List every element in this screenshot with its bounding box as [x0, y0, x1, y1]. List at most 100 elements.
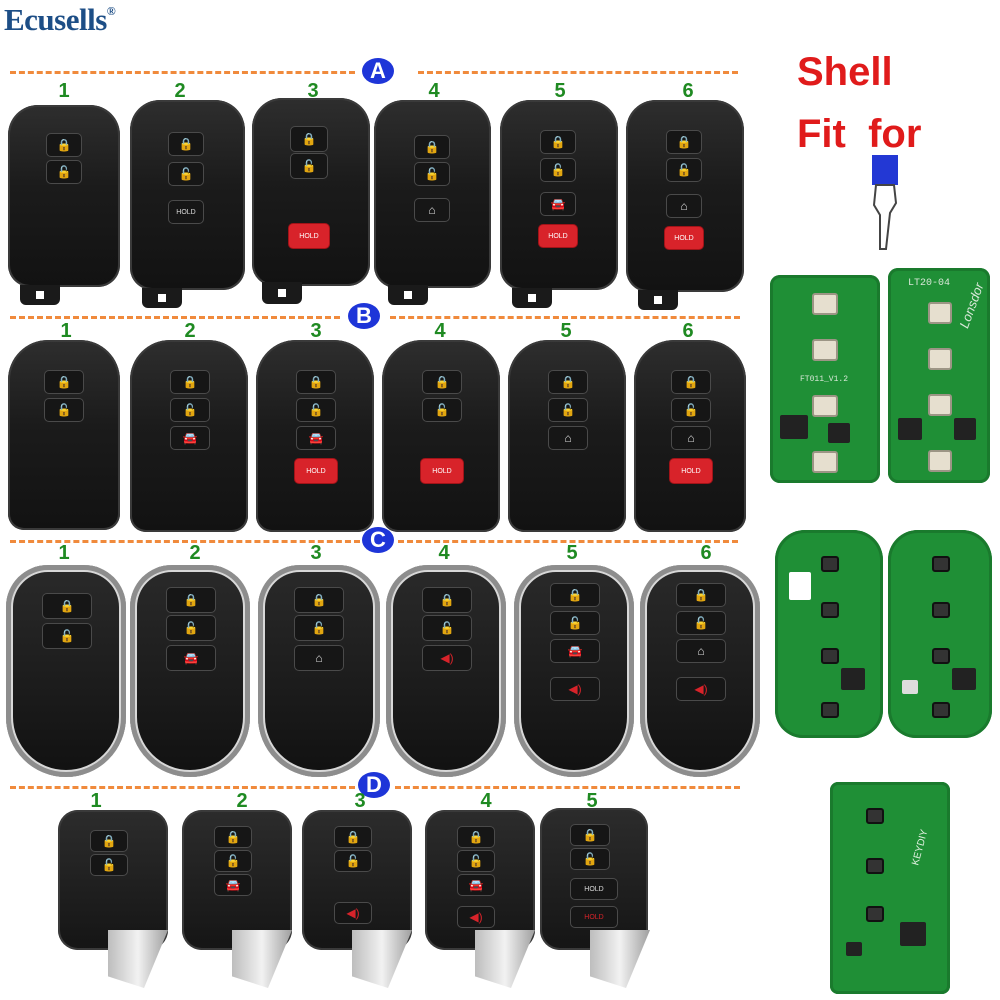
panic-hold-button: HOLD	[420, 458, 464, 484]
unlock-icon: 🔓	[334, 850, 372, 872]
label-c3: 3	[310, 542, 322, 564]
trunk-icon: 🚘	[296, 426, 336, 450]
lock-icon: 🔒	[550, 583, 600, 607]
hatch-icon: ⌂	[671, 426, 711, 450]
unlock-icon: 🔓	[422, 615, 472, 641]
unlock-icon: 🔓	[457, 850, 495, 872]
label-d2: 2	[236, 790, 248, 812]
key-shell-a1: 🔒 🔓	[8, 105, 120, 287]
unlock-icon: 🔓	[414, 162, 450, 186]
key-shell-c1: 🔒 🔓	[6, 565, 126, 777]
key-shell-b1: 🔒 🔓	[8, 340, 120, 530]
pcb-label: LT20-04	[908, 278, 951, 289]
panic-hold-button: HOLD	[664, 226, 704, 250]
circuit-board-4	[888, 530, 992, 738]
label-a4: 4	[428, 80, 440, 102]
key-blade	[108, 930, 168, 988]
trunk-icon: 🚘	[214, 874, 252, 896]
circuit-board-3	[775, 530, 883, 738]
trunk-hold-button: HOLD	[570, 878, 618, 900]
trunk-icon: 🚘	[457, 874, 495, 896]
key-blade	[590, 930, 650, 988]
lock-icon: 🔒	[671, 370, 711, 394]
lock-icon: 🔒	[42, 593, 92, 619]
caption-line2: Fit for	[797, 112, 922, 156]
label-d4: 4	[480, 790, 492, 812]
panic-icon: ◀)	[457, 906, 495, 928]
brand-registered-mark: ®	[106, 4, 116, 18]
lock-icon: 🔒	[44, 370, 84, 394]
trunk-icon: 🚘	[170, 426, 210, 450]
key-blade	[232, 930, 292, 988]
key-shell-d5: 🔒 🔓 HOLD HOLD	[540, 808, 648, 950]
label-c4: 4	[438, 542, 450, 564]
unlock-icon: 🔓	[550, 611, 600, 635]
key-shell-b6: 🔒 🔓 ⌂ HOLD	[634, 340, 746, 532]
key-shell-b4: 🔒 🔓 HOLD	[382, 340, 500, 532]
key-shell-b2: 🔒 🔓 🚘	[130, 340, 248, 532]
panic-icon: ◀)	[676, 677, 726, 701]
lock-icon: 🔒	[548, 370, 588, 394]
pcb-brand: KEYDIY	[910, 828, 931, 867]
label-c2: 2	[189, 542, 201, 564]
unlock-icon: 🔓	[540, 158, 576, 182]
circuit-board-5: KEYDIY	[830, 782, 950, 994]
lock-icon: 🔒	[296, 370, 336, 394]
key-shell-c3: 🔒 🔓 ⌂	[258, 565, 380, 777]
lock-icon: 🔒	[540, 130, 576, 154]
unlock-icon: 🔓	[214, 850, 252, 872]
section-badge-b: B	[348, 303, 380, 329]
lock-icon: 🔒	[457, 826, 495, 848]
key-blade	[475, 930, 535, 988]
unlock-icon: 🔓	[90, 854, 128, 876]
key-shell-a4: 🔒 🔓 ⌂	[374, 100, 491, 288]
key-shell-a5: 🔒 🔓 🚘 HOLD	[500, 100, 618, 290]
brand-name: Ecusells	[4, 2, 107, 37]
lock-icon: 🔒	[294, 587, 344, 613]
lock-icon: 🔒	[422, 587, 472, 613]
trunk-hold-button: HOLD	[168, 200, 204, 224]
hatch-icon: ⌂	[666, 194, 702, 218]
trunk-icon: 🚘	[540, 192, 576, 216]
lock-icon: 🔒	[214, 826, 252, 848]
key-shell-d1: 🔒 🔓	[58, 810, 168, 950]
hatch-icon: ⌂	[676, 639, 726, 663]
label-d5: 5	[586, 790, 598, 812]
label-c6: 6	[700, 542, 712, 564]
label-a5: 5	[554, 80, 566, 102]
label-d1: 1	[90, 790, 102, 812]
lock-icon: 🔒	[676, 583, 726, 607]
label-a2: 2	[174, 80, 186, 102]
pcb-brand: Lonsdor	[956, 280, 987, 331]
hatch-icon: ⌂	[414, 198, 450, 222]
panic-hold-button: HOLD	[669, 458, 713, 484]
lock-icon: 🔒	[570, 824, 610, 846]
unlock-icon: 🔓	[168, 162, 204, 186]
key-shell-c6: 🔒 🔓 ⌂ ◀)	[640, 565, 760, 777]
label-b2: 2	[184, 320, 196, 342]
label-b4: 4	[434, 320, 446, 342]
circuit-board-1: FT011_V1.2	[770, 275, 880, 483]
brand-logo: Ecusells®	[4, 2, 116, 38]
unlock-icon: 🔓	[666, 158, 702, 182]
unlock-icon: 🔓	[42, 623, 92, 649]
key-blade	[352, 930, 412, 988]
unlock-icon: 🔓	[166, 615, 216, 641]
unlock-icon: 🔓	[44, 398, 84, 422]
hatch-icon: ⌂	[548, 426, 588, 450]
panic-icon: ◀)	[550, 677, 600, 701]
key-shell-d2: 🔒 🔓 🚘	[182, 810, 292, 950]
key-shell-b3: 🔒 🔓 🚘 HOLD	[256, 340, 374, 532]
lock-icon: 🔒	[170, 370, 210, 394]
key-shell-d4: 🔒 🔓 🚘 ◀)	[425, 810, 535, 950]
key-shell-c4: 🔒 🔓 ◀)	[386, 565, 506, 777]
key-shell-a3: 🔒 🔓 HOLD	[252, 98, 370, 286]
unlock-icon: 🔓	[676, 611, 726, 635]
unlock-icon: 🔓	[296, 398, 336, 422]
trunk-icon: 🚘	[166, 645, 216, 671]
panic-icon: ◀)	[422, 645, 472, 671]
lock-icon: 🔒	[414, 135, 450, 159]
key-shell-d3: 🔒 🔓 ◀)	[302, 810, 412, 950]
lock-icon: 🔒	[46, 133, 82, 157]
label-a1: 1	[58, 80, 70, 102]
